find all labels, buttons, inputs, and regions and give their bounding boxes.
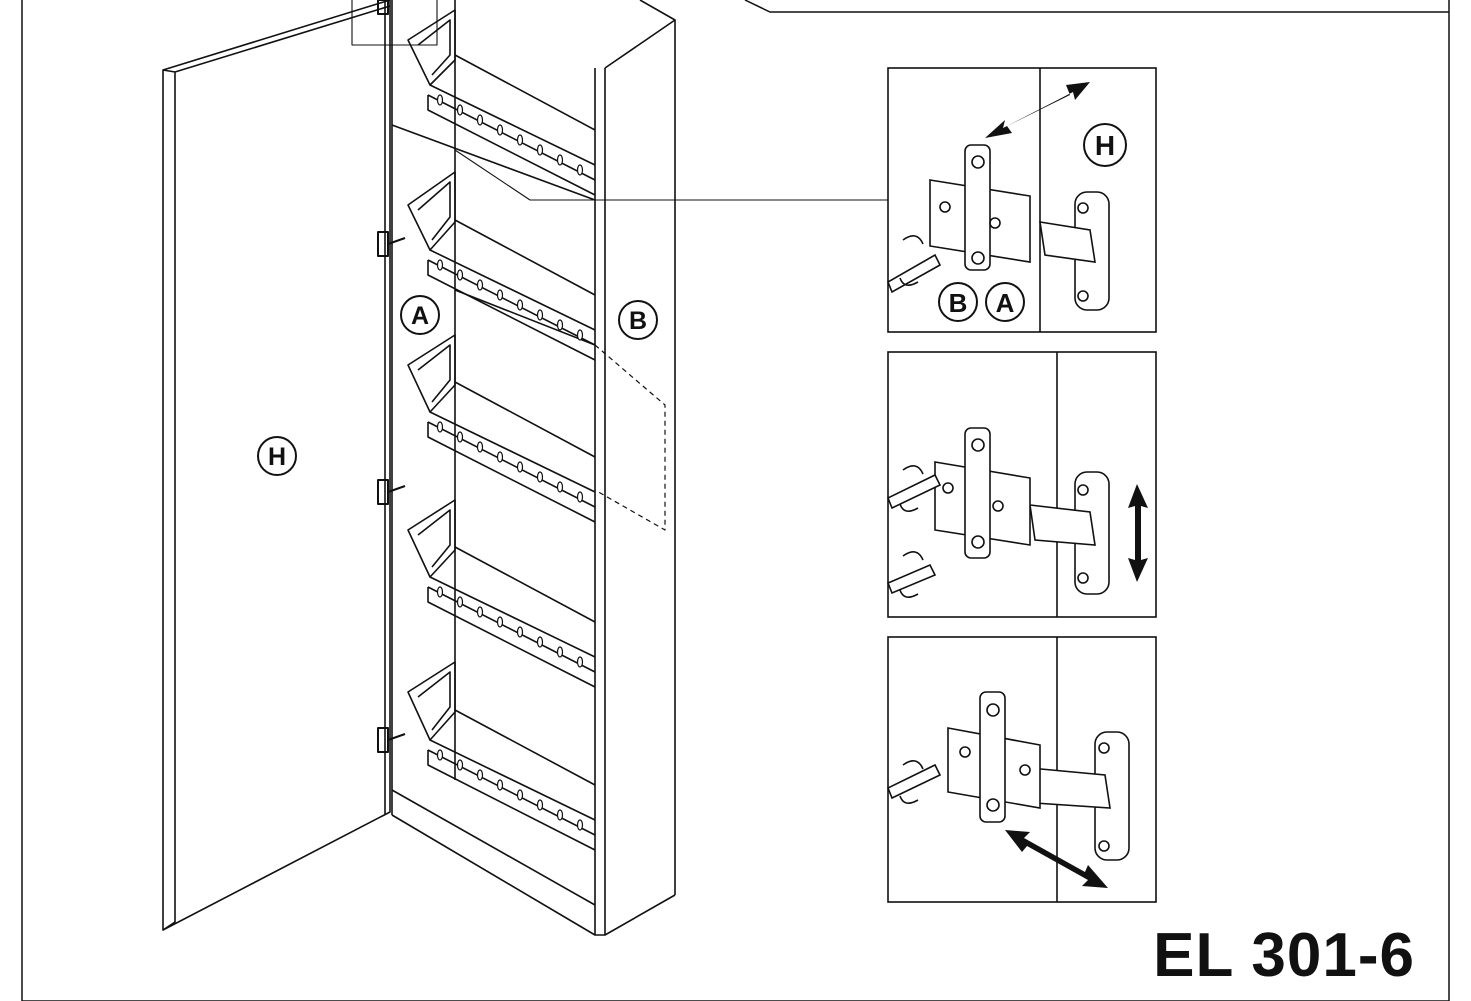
label-side-b: B [618,300,658,340]
hinge-icon [947,691,1130,861]
screwdriver-icon [886,253,942,294]
svg-text:H: H [1095,130,1115,161]
rack-slot-holes [436,94,584,831]
svg-text:B: B [629,307,647,335]
shoe-rack-3 [407,334,596,523]
screwdriver-icon [886,763,942,800]
svg-text:B: B [949,288,968,318]
hinge-icon [934,427,1110,595]
label-side-a: A [400,295,440,335]
rotation-arrow-icon [899,760,924,804]
detail-label-b: B [938,282,978,322]
shoe-rack-1 [407,9,596,196]
double-arrow-icon [985,82,1090,138]
detail-panel-1 [886,67,1157,333]
svg-text:A: A [411,302,429,330]
svg-text:H: H [268,443,286,471]
page-frame [21,0,1450,1001]
hinge-icon [929,144,1110,311]
model-code: EL 301-6 [1153,921,1415,990]
detail-panel-3 [886,636,1157,903]
detail-label-h: H [1083,123,1127,167]
hinge-icon [377,0,406,753]
shoe-rack-2 [407,171,596,361]
callout-box [351,0,438,46]
double-arrow-icon [1128,484,1148,582]
label-door-h: H [257,436,297,476]
shoe-rack-4 [407,499,596,688]
detail-label-a: A [985,282,1025,322]
dashed-panel-outline [594,344,666,531]
rotation-arrow-icon [899,235,924,286]
detail-panel-2 [886,351,1157,618]
svg-text:A: A [996,288,1015,318]
rotation-arrow-icon [899,465,924,598]
double-arrow-icon [1005,830,1108,888]
screwdriver-icon [886,473,942,595]
shoe-rack-5 [407,661,596,851]
cabinet-body [391,0,676,936]
callout-leader [454,149,888,201]
